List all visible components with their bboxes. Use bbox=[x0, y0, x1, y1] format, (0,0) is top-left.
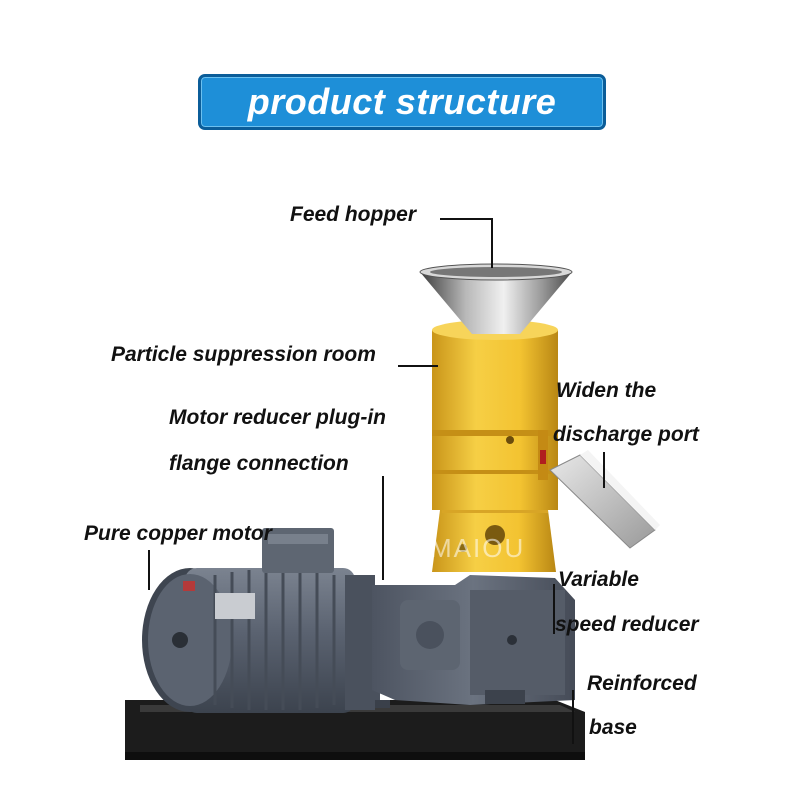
label-motor-reducer-line1: Motor reducer plug-in bbox=[169, 406, 386, 429]
label-discharge-line2: discharge port bbox=[553, 423, 699, 446]
leader-feed-hopper-v bbox=[491, 218, 493, 268]
title-banner: product structure bbox=[198, 74, 606, 130]
leader-copper-motor bbox=[148, 550, 150, 590]
leader-base bbox=[572, 690, 574, 744]
label-discharge-line1: Widen the bbox=[556, 379, 657, 402]
label-base-line1: Reinforced bbox=[587, 672, 697, 695]
variable-speed-reducer bbox=[372, 575, 575, 705]
label-feed-hopper: Feed hopper bbox=[290, 203, 417, 226]
label-variable-line2: speed reducer bbox=[555, 613, 699, 636]
leader-particle-room bbox=[398, 365, 438, 367]
feed-hopper bbox=[419, 263, 573, 334]
label-variable-line1: Variable bbox=[558, 568, 639, 591]
label-particle-suppression-room: Particle suppression room bbox=[111, 343, 376, 366]
leader-feed-hopper-h bbox=[440, 218, 492, 220]
leader-variable-reducer bbox=[553, 584, 555, 634]
label-pure-copper-motor: Pure copper motor bbox=[84, 522, 272, 545]
label-base-line2: base bbox=[589, 716, 637, 739]
leader-motor-reducer bbox=[382, 476, 384, 580]
page-title: product structure bbox=[247, 81, 557, 122]
label-motor-reducer-line2: flange connection bbox=[169, 452, 349, 475]
watermark: MAIOU bbox=[430, 533, 526, 563]
leader-discharge-port bbox=[603, 452, 605, 488]
particle-suppression-room bbox=[432, 320, 558, 510]
discharge-chute bbox=[549, 450, 660, 549]
pure-copper-motor bbox=[142, 528, 375, 713]
